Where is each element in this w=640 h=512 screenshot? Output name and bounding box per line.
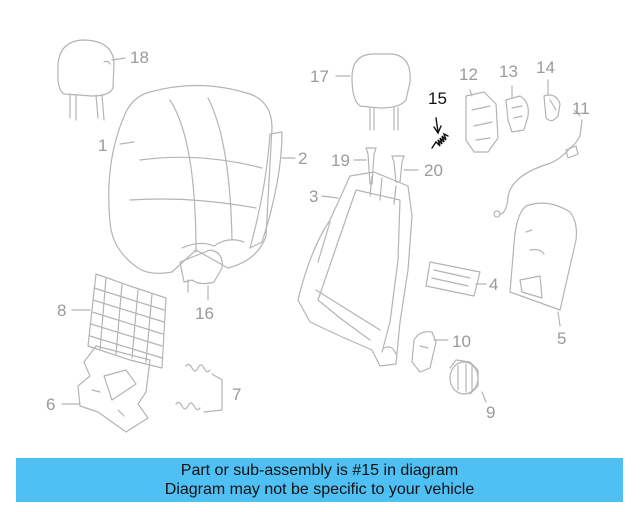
cover-12	[465, 91, 499, 153]
lumbar-support	[77, 345, 151, 433]
callout-2: 2	[298, 149, 308, 168]
back-panel	[509, 202, 577, 311]
callout-13: 13	[499, 62, 518, 81]
knob-14	[543, 94, 561, 122]
leader-15	[435, 117, 439, 133]
callout-9: 9	[486, 403, 496, 422]
callout-5: 5	[557, 329, 567, 348]
callout-12: 12	[459, 65, 478, 84]
callout-4: 4	[489, 275, 499, 294]
seat-back-cushion	[108, 84, 273, 274]
headrest-left	[57, 39, 115, 121]
leader-11	[573, 109, 581, 117]
callout-20: 20	[424, 161, 443, 180]
leader-3	[321, 195, 339, 199]
leader-5	[557, 311, 561, 327]
parts-diagram	[57, 39, 583, 433]
knob-9	[449, 359, 479, 395]
pin-19	[365, 147, 377, 185]
callout-7: 7	[232, 385, 242, 404]
leader-15-arrowhead	[433, 125, 442, 135]
callout-6: 6	[46, 395, 56, 414]
info-banner: Part or sub-assembly is #15 in diagram D…	[16, 458, 623, 502]
callout-19: 19	[331, 151, 350, 170]
leader-12	[469, 89, 473, 97]
cable-11	[493, 119, 583, 218]
part-15-spring	[431, 117, 449, 149]
leader-7	[203, 373, 223, 413]
handle-13	[505, 95, 529, 133]
banner-line-1: Part or sub-assembly is #15 in diagram	[180, 462, 459, 479]
leader-1	[119, 141, 135, 145]
leader-18	[111, 57, 126, 61]
callout-18: 18	[130, 48, 149, 67]
bracket-16	[179, 249, 223, 293]
side-panel	[249, 131, 283, 249]
callout-1: 1	[98, 136, 108, 155]
springs	[175, 363, 211, 411]
lever-10	[411, 331, 437, 373]
callout-11: 11	[572, 99, 590, 118]
seat-back-frame	[297, 171, 413, 367]
banner-line-2: Diagram may not be specific to your vehi…	[164, 481, 475, 498]
label-4	[425, 261, 481, 297]
headrest-center	[351, 53, 411, 131]
guide-20	[391, 155, 405, 183]
callout-16: 16	[195, 304, 214, 323]
callout-14: 14	[536, 58, 555, 77]
callout-17: 17	[310, 67, 329, 86]
leader-9	[481, 391, 487, 403]
callout-8: 8	[57, 301, 67, 320]
callout-10: 10	[452, 332, 471, 351]
callout-15: 15	[428, 89, 447, 108]
spring-mat	[87, 273, 167, 369]
callout-3: 3	[309, 187, 319, 206]
